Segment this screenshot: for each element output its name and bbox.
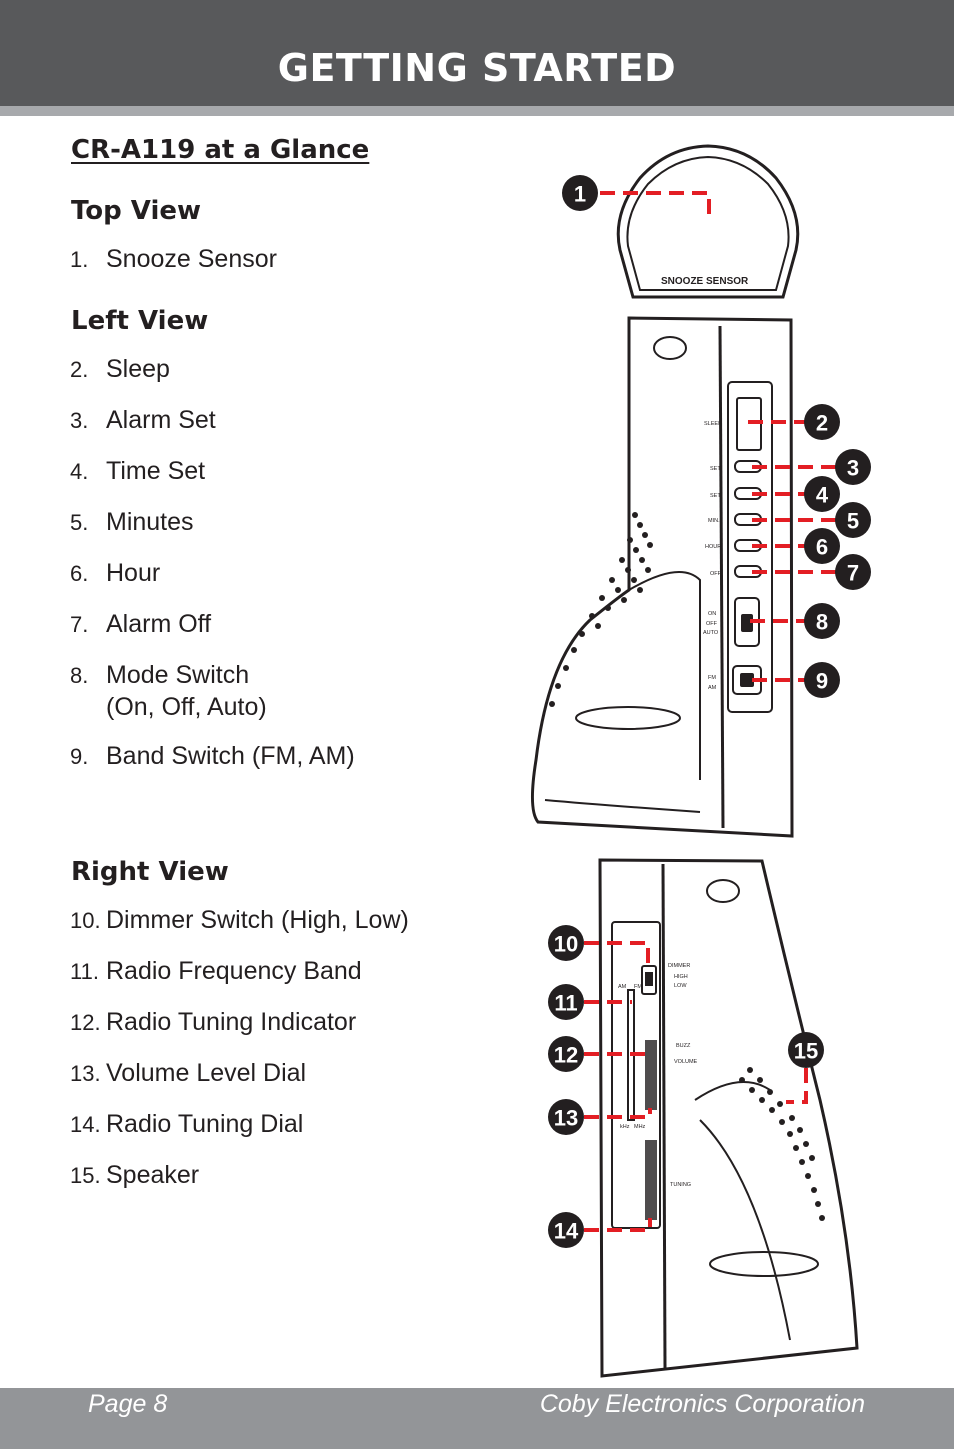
callout-15: 15: [788, 1032, 824, 1068]
mode-on-label: ON: [708, 611, 716, 617]
svg-text:7: 7: [847, 561, 859, 586]
mode-off-label: OFF: [706, 621, 718, 627]
time-set-label: SET: [710, 493, 721, 499]
band-am-label: AM: [708, 685, 717, 691]
left-view-heading: Left View: [71, 306, 209, 336]
svg-text:3: 3: [847, 456, 859, 481]
callout-6: 6: [804, 528, 840, 564]
fm-scale-label: FM: [634, 984, 642, 990]
callout-8: 8: [804, 603, 840, 639]
mhz-label: MHz: [634, 1124, 646, 1130]
list-item: 3.Alarm Set: [70, 406, 216, 434]
high-label: HIGH: [674, 974, 688, 980]
am-scale-label: AM: [618, 984, 627, 990]
mode-auto-label: AUTO: [703, 630, 719, 636]
volume-label: VOLUME: [674, 1059, 698, 1065]
list-item: 2.Sleep: [70, 355, 170, 383]
low-label: LOW: [674, 983, 687, 989]
buzz-label: BUZZ: [676, 1043, 691, 1049]
list-item: 9.Band Switch (FM, AM): [70, 742, 355, 770]
list-item: 11.Radio Frequency Band: [70, 957, 362, 985]
right-view-heading: Right View: [71, 857, 229, 887]
list-item: 1.Snooze Sensor: [70, 245, 277, 273]
callout-3: 3: [835, 449, 871, 485]
leader-lines: [584, 191, 838, 1232]
section-title: CR-A119 at a Glance: [71, 135, 370, 165]
dimmer-label: DIMMER: [668, 963, 690, 969]
list-item: 4.Time Set: [70, 457, 206, 485]
callout-1: 1: [562, 175, 598, 211]
svg-text:1: 1: [574, 182, 586, 207]
page-title: GETTING STARTED: [277, 46, 677, 90]
sleep-label: SLEEP: [704, 421, 722, 427]
callout-12: 12: [548, 1036, 584, 1072]
svg-text:13: 13: [554, 1106, 578, 1131]
footer-bar: [0, 1388, 954, 1449]
callout-13: 13: [548, 1099, 584, 1135]
callout-5: 5: [835, 502, 871, 538]
header-bar: [0, 0, 954, 106]
top-view-heading: Top View: [71, 196, 202, 226]
svg-text:5: 5: [847, 509, 859, 534]
callout-4: 4: [804, 476, 840, 512]
list-item: 6.Hour: [70, 559, 161, 587]
khz-label: kHz: [620, 1124, 630, 1130]
svg-text:14: 14: [554, 1219, 579, 1244]
svg-text:12: 12: [554, 1043, 578, 1068]
list-item: 10.Dimmer Switch (High, Low): [70, 906, 409, 934]
alarm-set-label: SET: [710, 466, 721, 472]
hour-label: HOUR: [705, 544, 721, 550]
list-item: 13.Volume Level Dial: [70, 1059, 307, 1087]
svg-text:8: 8: [816, 610, 828, 635]
svg-text:4: 4: [816, 483, 829, 508]
snooze-sensor-label: SNOOZE SENSOR: [661, 276, 749, 287]
svg-text:9: 9: [816, 669, 828, 694]
header-rule: [0, 106, 954, 116]
company-name: Coby Electronics Corporation: [539, 1390, 865, 1418]
callout-9: 9: [804, 662, 840, 698]
svg-text:11: 11: [554, 991, 577, 1016]
callout-7: 7: [835, 554, 871, 590]
callout-10: 10: [548, 925, 584, 961]
svg-text:15: 15: [794, 1039, 818, 1064]
alarm-off-label: OFF: [710, 571, 722, 577]
left-view-illustration: SLEEP SET SET MIN. HOUR OFF ON OFF AUTO …: [530, 316, 794, 838]
list-item: 7.Alarm Off: [70, 610, 212, 638]
svg-text:2: 2: [816, 411, 828, 436]
list-item: 8.Mode Switch(On, Off, Auto): [70, 661, 267, 721]
list-item: 14.Radio Tuning Dial: [70, 1110, 304, 1138]
right-view-illustration: AM FM kHz MHz DIMMER HIGH LOW BUZZ VOLUM…: [598, 858, 859, 1378]
svg-text:10: 10: [554, 932, 578, 957]
list-item: 15.Speaker: [70, 1161, 200, 1189]
list-item: 5.Minutes: [70, 508, 194, 536]
minutes-label: MIN.: [708, 518, 720, 524]
tuning-label: TUNING: [670, 1182, 691, 1188]
top-view-illustration: SNOOZE SENSOR: [616, 144, 800, 299]
list-item: 12.Radio Tuning Indicator: [70, 1008, 357, 1036]
callout-11: 11: [548, 984, 584, 1020]
page-number: Page 8: [88, 1390, 168, 1418]
callout-2: 2: [804, 404, 840, 440]
callout-14: 14: [548, 1212, 584, 1248]
svg-text:6: 6: [816, 535, 828, 560]
band-fm-label: FM: [708, 675, 716, 681]
